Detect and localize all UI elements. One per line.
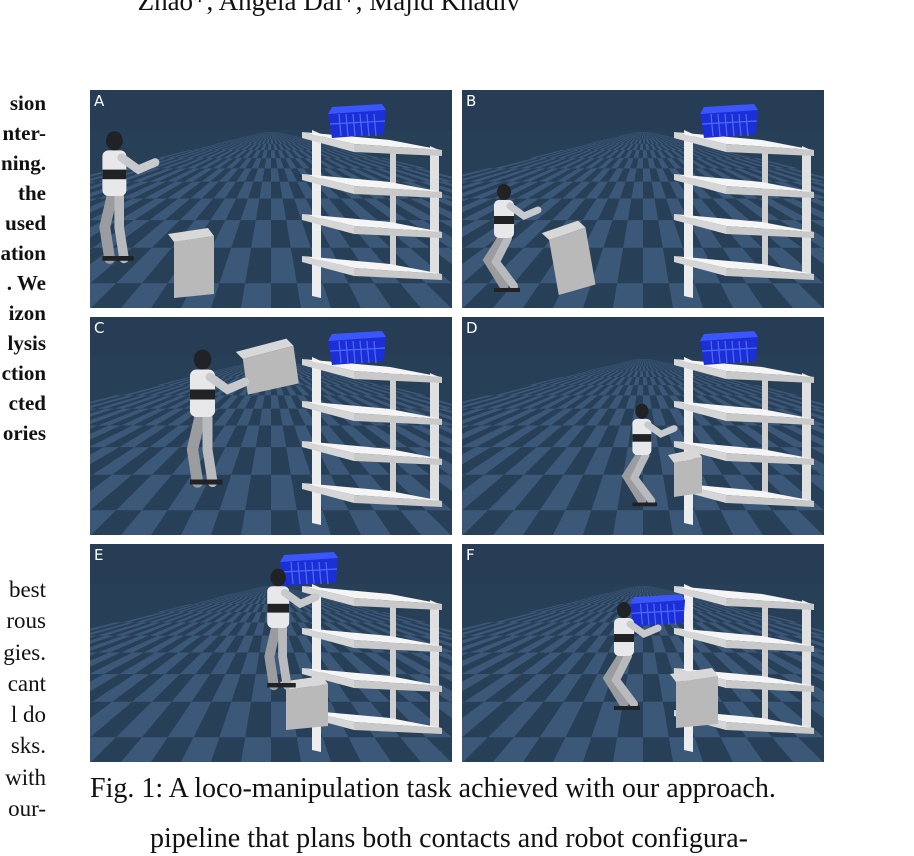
- abstract-line: cted: [0, 388, 46, 418]
- body-line: best: [0, 574, 46, 605]
- body-line: with: [0, 762, 46, 793]
- panel-letter: F: [466, 546, 475, 564]
- body-line: l do: [0, 699, 46, 730]
- simulation-render: [90, 90, 452, 308]
- abstract-line: ning.: [0, 148, 46, 178]
- body-line: rous: [0, 605, 46, 636]
- simulation-render: [90, 317, 452, 535]
- abstract-line: ction: [0, 358, 46, 388]
- abstract-line: lysis: [0, 328, 46, 358]
- abstract-line: sion: [0, 88, 46, 118]
- body-line: cant: [0, 668, 46, 699]
- basket: [328, 331, 386, 365]
- panel-e: E: [90, 544, 452, 762]
- panel-letter: C: [94, 319, 104, 337]
- simulation-render: [90, 544, 452, 762]
- panel-b: B: [462, 90, 824, 308]
- box: [168, 228, 214, 298]
- basket: [328, 104, 386, 138]
- paragraph-line: pipeline that plans both contacts and ro…: [150, 822, 830, 856]
- simulation-render: [462, 317, 824, 535]
- abstract-line: ation: [0, 238, 46, 268]
- panel-letter: E: [94, 546, 103, 564]
- author-line: Zhao*, Angela Dai*, Majid Khadiv: [0, 0, 520, 16]
- figure-caption: Fig. 1: A loco-manipulation task achieve…: [90, 772, 830, 806]
- basket: [280, 552, 338, 586]
- abstract-column-fragment: sion nter- ning. the used ation . We izo…: [0, 88, 46, 448]
- panel-letter: A: [94, 92, 104, 110]
- panel-letter: B: [466, 92, 476, 110]
- panel-f: F: [462, 544, 824, 762]
- panel-c: C: [90, 317, 452, 535]
- basket: [630, 594, 685, 626]
- panel-a: A: [90, 90, 452, 308]
- basket: [700, 104, 758, 138]
- body-line: our-: [0, 793, 46, 824]
- panel-d: D: [462, 317, 824, 535]
- figure-1: A B C D E F: [90, 90, 824, 762]
- box: [670, 668, 718, 728]
- abstract-line: used: [0, 208, 46, 238]
- abstract-line: izon: [0, 298, 46, 328]
- basket: [700, 331, 758, 365]
- body-column-fragment: best rous gies. cant l do sks. with our-: [0, 574, 46, 824]
- abstract-line: . We: [0, 268, 46, 298]
- simulation-render: [462, 544, 824, 762]
- body-line: sks.: [0, 730, 46, 761]
- abstract-line: ories: [0, 418, 46, 448]
- body-line: gies.: [0, 637, 46, 668]
- simulation-render: [462, 90, 824, 308]
- abstract-line: the: [0, 178, 46, 208]
- panel-letter: D: [466, 319, 478, 337]
- abstract-line: nter-: [0, 118, 46, 148]
